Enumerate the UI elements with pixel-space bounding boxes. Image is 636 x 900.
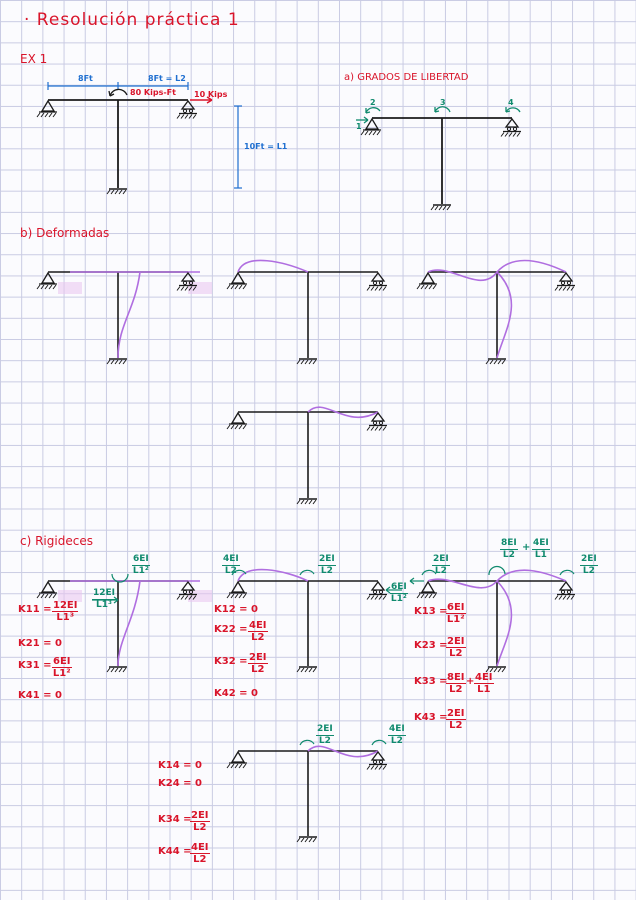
k43-label: K43 = bbox=[414, 712, 448, 723]
stiffness-frame-3 bbox=[409, 565, 576, 673]
span-left-label: 8Ft bbox=[78, 74, 93, 83]
k33-plus: + bbox=[466, 676, 475, 687]
k14-value: K14 = 0 bbox=[158, 760, 202, 771]
k24-value: K24 = 0 bbox=[158, 778, 202, 789]
k31-label: K31 = bbox=[18, 660, 52, 671]
dof-1: 1 bbox=[356, 122, 362, 131]
deformed-heading: b) Deformadas bbox=[20, 226, 110, 240]
main-frame bbox=[36, 82, 242, 195]
k32-label: K32 = bbox=[214, 656, 248, 667]
force-label: 10 Kips bbox=[194, 90, 228, 99]
deformed-shape-4 bbox=[226, 406, 388, 505]
k11-label: K11 = bbox=[18, 604, 52, 615]
k23-label: K23 = bbox=[414, 640, 448, 651]
dof-3: 3 bbox=[440, 98, 446, 107]
deformed-shape-3 bbox=[416, 259, 576, 365]
k21-value: K21 = 0 bbox=[18, 638, 62, 649]
span-right-label: 8Ft = L2 bbox=[148, 74, 186, 83]
deformed-shape-1 bbox=[36, 271, 212, 365]
k12-value: K12 = 0 bbox=[214, 604, 258, 615]
dof-heading: a) GRADOS DE LIBERTAD bbox=[344, 72, 469, 83]
column-length-label: 10Ft = L1 bbox=[244, 142, 288, 151]
c3-plus: + bbox=[522, 542, 531, 553]
dof-2: 2 bbox=[370, 98, 376, 107]
exercise-label: EX 1 bbox=[20, 52, 48, 66]
stiffness-frame-1 bbox=[36, 573, 212, 673]
stiffness-frame-2 bbox=[226, 568, 402, 673]
dof-4: 4 bbox=[508, 98, 514, 107]
stiffness-heading: c) Rigideces bbox=[20, 534, 93, 548]
k22-label: K22 = bbox=[214, 624, 248, 635]
k44-label: K44 = bbox=[158, 846, 192, 857]
k34-label: K34 = bbox=[158, 814, 192, 825]
dof-frame bbox=[356, 106, 522, 211]
k13-label: K13 = bbox=[414, 606, 448, 617]
k33-label: K33 = bbox=[414, 676, 448, 687]
k42-value: K42 = 0 bbox=[214, 688, 258, 699]
k41-value: K41 = 0 bbox=[18, 690, 62, 701]
stiffness-frame-4 bbox=[226, 739, 388, 843]
moment-label: 80 Kips-Ft bbox=[130, 88, 176, 97]
deformed-shape-2 bbox=[226, 259, 388, 365]
page-title: · Resolución práctica 1 bbox=[24, 10, 240, 30]
